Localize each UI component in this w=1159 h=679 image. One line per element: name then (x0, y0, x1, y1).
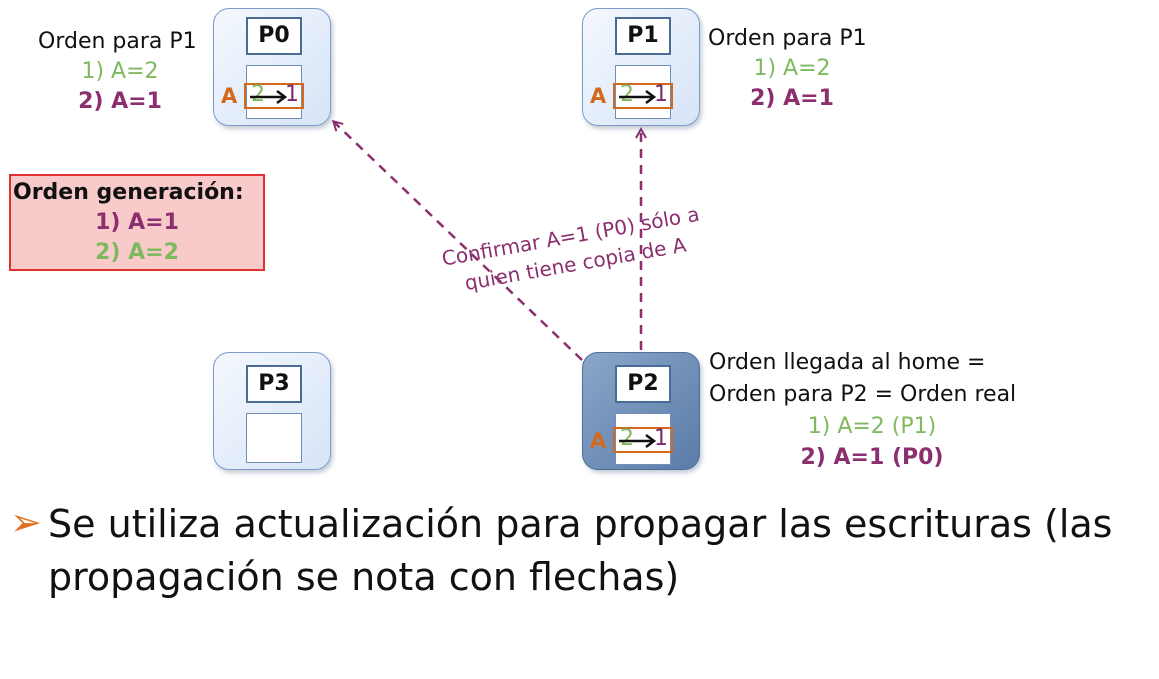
p2-label: P2 (615, 365, 671, 403)
p1-cache-var: A (590, 84, 607, 108)
p1-new-value: 1 (654, 82, 668, 107)
home-order-title-line1: Orden llegada al home = (709, 350, 986, 375)
node-p1: P1 A 2 1 (582, 8, 700, 126)
p1-order-line2: 2) A=1 (750, 86, 834, 111)
p2-old-value: 2 (620, 426, 634, 451)
p1-label: P1 (615, 17, 671, 55)
p0-order-line2: 2) A=1 (78, 89, 162, 114)
generation-order-title: Orden generación: (13, 180, 244, 205)
generation-order-line1: 1) A=1 (95, 210, 179, 235)
p0-label: P0 (246, 17, 302, 55)
p0-cache-var: A (221, 84, 238, 108)
p1-cache (615, 65, 671, 119)
p0-update-arrow-icon (250, 90, 288, 104)
p0-old-value: 2 (251, 82, 265, 107)
home-order-line1: 1) A=2 (P1) (807, 414, 937, 439)
node-p3: P3 (213, 352, 331, 470)
p0-cache (246, 65, 302, 119)
p2-cache-line (613, 427, 673, 453)
p3-cache (246, 413, 302, 463)
node-p0: P0 A 2 1 (213, 8, 331, 126)
generation-order-box: Orden generación: 1) A=1 2) A=2 (9, 174, 265, 271)
p3-label: P3 (246, 365, 302, 403)
home-order-line2: 2) A=1 (P0) (800, 445, 944, 470)
p2-cache (615, 413, 671, 465)
p1-order-title: Orden para P1 (708, 26, 867, 51)
bullet-marker-icon: ➢ (10, 500, 42, 544)
p0-cache-line (244, 83, 304, 109)
p1-old-value: 2 (620, 82, 634, 107)
p2-new-value: 1 (654, 426, 668, 451)
p1-update-arrow-icon (619, 90, 657, 104)
p0-order-line1: 1) A=2 (81, 59, 159, 84)
p2-update-arrow-icon (619, 434, 657, 448)
node-p2-home: P2 A 2 1 (582, 352, 700, 470)
home-order-title-line2: Orden para P2 = Orden real (709, 382, 1017, 407)
p0-order-title: Orden para P1 (38, 29, 197, 54)
p1-order-line1: 1) A=2 (753, 56, 831, 81)
p1-cache-line (613, 83, 673, 109)
p0-new-value: 1 (285, 82, 299, 107)
generation-order-line2: 2) A=2 (95, 240, 179, 265)
p2-cache-var: A (590, 429, 607, 453)
bullet-text: Se utiliza actualización para propagar l… (48, 502, 1113, 599)
